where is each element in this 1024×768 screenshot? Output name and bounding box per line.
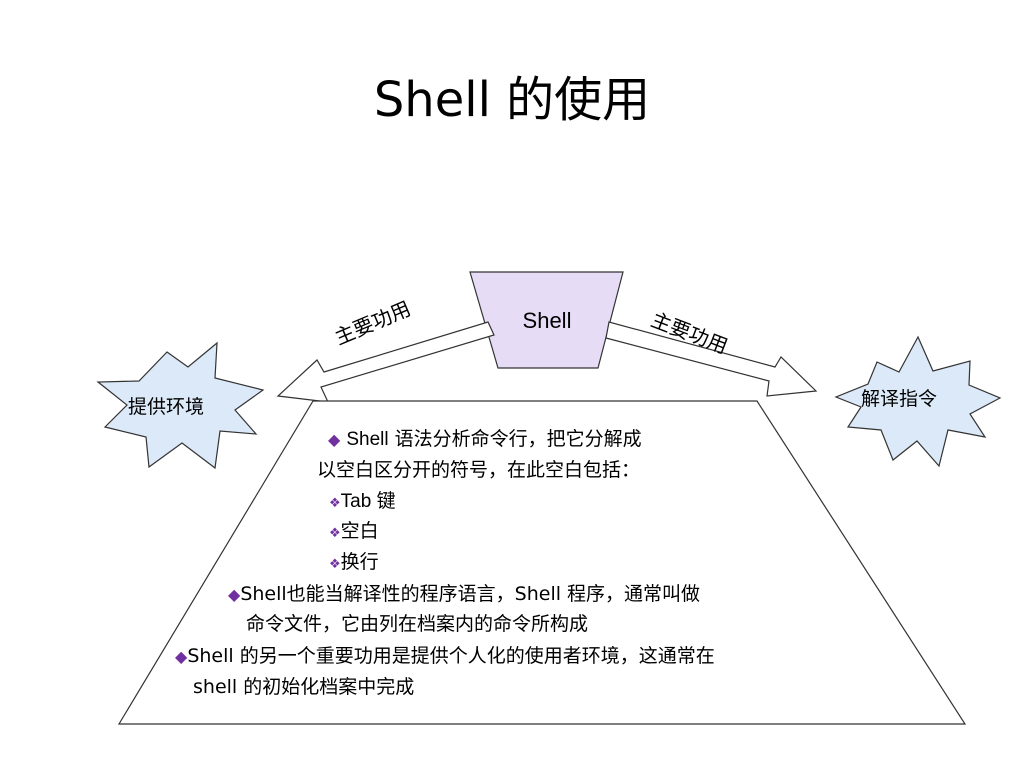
shell-label: Shell [522,308,572,333]
bullet-3-line-1-text: Shell 的另一个重要功用是提供个人化的使用者环境，这通常在 [187,645,715,667]
diamond-bullet-icon: ◆ [328,430,341,449]
slide-title: Shell 的使用 [373,72,651,128]
bullet-3-line-2: shell 的初始化档案中完成 [193,676,415,698]
sub-bullet-1-label: Tab 键 [340,491,396,512]
star-left-shape [96,341,265,470]
sub-bullet-2: ❖空白 [329,520,379,545]
arrow-left-shape [276,321,495,403]
sub-bullet-3: ❖换行 [329,551,379,576]
star-right-shape [834,335,1002,468]
bullet-3-line-1: ◆Shell 的另一个重要功用是提供个人化的使用者环境，这通常在 [175,645,715,668]
arrow-right-shape [605,321,818,397]
bullet-2-line-1-text: Shell也能当解译性的程序语言，Shell 程序，通常叫做 [240,583,701,605]
four-diamond-bullet-icon: ❖ [329,557,341,572]
bullet-1-prefix: Shell [346,429,389,450]
sub-bullet-3-label: 换行 [340,551,379,573]
four-diamond-bullet-icon: ❖ [329,526,341,541]
sub-bullet-2-label: 空白 [340,520,379,542]
bullet-1-line-2: 以空白区分开的符号，在此空白包括： [317,459,641,481]
bullet-2-line-2: 命令文件，它由列在档案内的命令所构成 [246,613,589,635]
bullet-1-line-1: ◆ Shell 语法分析命令行，把它分解成 [328,428,642,451]
sub-bullet-1: ❖Tab 键 [329,490,396,515]
bullet-1-rest: 语法分析命令行，把它分解成 [388,428,642,450]
diamond-bullet-icon: ◆ [228,585,241,604]
star-right-label: 解译指令 [861,388,938,410]
content-trapezoid [117,400,967,725]
star-left-label: 提供环境 [128,396,205,418]
four-diamond-bullet-icon: ❖ [329,496,341,511]
bullet-2-line-1: ◆Shell也能当解译性的程序语言，Shell 程序，通常叫做 [228,583,700,606]
diamond-bullet-icon: ◆ [175,647,188,666]
